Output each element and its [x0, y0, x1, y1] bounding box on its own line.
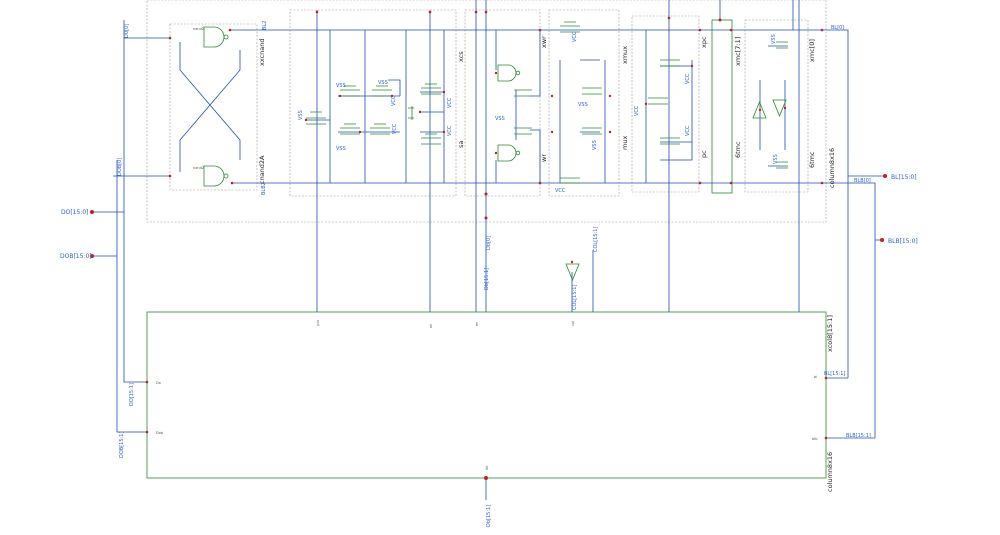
vcc-label: VCC	[447, 125, 453, 136]
inst-xcs: xcs	[457, 51, 465, 62]
vcc-label: VCC	[634, 105, 640, 116]
net-bl-bus: BL[15:0]	[891, 174, 917, 181]
net-bl2: BL2	[262, 21, 268, 30]
net-col-1b: COL[15:1]	[572, 285, 578, 310]
mc0-frame[interactable]	[744, 19, 809, 193]
net-dob-1: DOB[15:1]	[119, 432, 125, 458]
vcc-label: VCC	[447, 97, 453, 108]
vcc-label: VCC	[392, 123, 398, 134]
net-blb0: BLB[0]	[854, 178, 871, 184]
inst-nand-top: nand2	[193, 27, 204, 31]
vss-label: VSS	[773, 154, 779, 164]
inst-column8x16: column8x16	[828, 148, 836, 188]
nand-gate-top[interactable]	[203, 26, 225, 48]
buffer-col[interactable]	[565, 263, 580, 282]
net-dob-bus: DOB[15:0]	[60, 253, 92, 260]
pc-frame[interactable]	[631, 15, 700, 193]
inst-column8x16-bottom: column8x16	[826, 452, 834, 492]
nand-gate-bottom[interactable]	[203, 165, 225, 187]
net-db-1: Db[15:1]	[484, 268, 490, 290]
pin-wl: wl	[429, 324, 433, 328]
column8x16-array-box[interactable]	[146, 311, 827, 479]
supply-labels: VSS VSS VSS VSS VCC VCC VCC VCC VSS VCC …	[298, 31, 779, 194]
inverter-mc-right[interactable]	[772, 99, 787, 118]
transistors	[306, 21, 788, 184]
vss-label: VSS	[578, 102, 588, 108]
inst-xmc0: xmc[0]	[808, 39, 816, 62]
vss-label: VSS	[336, 83, 346, 89]
net-blb-1: BLB[15:1]	[846, 433, 871, 439]
wr-frame[interactable]	[464, 9, 541, 197]
vcc-label: VCC	[555, 188, 566, 194]
inst-6tmc: 6tmc	[734, 141, 742, 158]
pins	[90, 10, 887, 480]
pin-col: col	[571, 321, 575, 326]
net-dob0: DOB[0]	[117, 158, 123, 176]
net-do-bus: DO[15:0]	[61, 209, 89, 216]
sa-frame[interactable]	[289, 9, 457, 197]
inverter-mc-left[interactable]	[752, 100, 767, 119]
vss-label: VSS	[298, 110, 304, 120]
net-db-bottom: Db[15:1]	[486, 505, 492, 527]
vcc-label: VCC	[685, 73, 691, 84]
net-bl-1: BL[15:1]	[824, 371, 845, 377]
instance-labels: nand2 nand2 xxcnand cnand2A xcs sa xwr w…	[193, 27, 836, 492]
inst-mux: mux	[621, 136, 629, 150]
pin-labels: Do Dob bl blb pcb wl en col db	[156, 319, 818, 470]
net-col-1: COL[15:1]	[593, 227, 599, 252]
pin-pcb: pcb	[316, 319, 320, 326]
column-outer-frame[interactable]	[146, 0, 827, 223]
dashed-frames	[146, 0, 827, 223]
nand-gate-wr-top[interactable]	[497, 64, 517, 82]
net-bl0: BL[0]	[831, 25, 844, 31]
mux-frame[interactable]	[548, 9, 620, 197]
pin-bl: bl	[814, 375, 817, 379]
pin-dob: Dob	[156, 431, 164, 435]
pin-blb: blb	[812, 437, 818, 441]
inst-xpc: xpc	[700, 36, 708, 48]
net-blb-bus: BLB[15:0]	[888, 238, 918, 245]
vss-label: VSS	[336, 146, 346, 152]
vss-label: VSS	[378, 80, 388, 86]
pin-db: db	[485, 465, 489, 470]
inst-nand-bottom: nand2	[193, 166, 204, 170]
inst-cnand2a: cnand2A	[258, 155, 266, 184]
vcc-label: VCC	[391, 95, 397, 106]
vss-label: VSS	[592, 140, 598, 150]
inst-6tmc0: 6tmc	[808, 151, 816, 168]
pin-en: en	[475, 322, 479, 326]
cnand-frame[interactable]	[169, 23, 258, 191]
pin-do: Do	[156, 381, 161, 385]
gates	[203, 21, 788, 282]
net-labels: D0[0] DOB[0] BL2 BLB2 BL[0] BLB[0] BL[15…	[60, 21, 918, 527]
nand-gate-wr-bottom[interactable]	[497, 144, 517, 162]
inst-xmux: xmux	[621, 46, 629, 64]
inst-xwr: xwr	[540, 36, 548, 48]
vcc-label: VCC	[572, 31, 578, 42]
memory-cell-array-box[interactable]	[711, 19, 733, 194]
vss-label: VSS	[771, 34, 777, 44]
net-blb2: BLB2	[261, 182, 267, 195]
inst-xcol8: xcol8[15:1]	[826, 315, 834, 352]
inst-xmc: xmc[7:1]	[734, 37, 742, 66]
inst-xxcnand: xxcnand	[258, 38, 266, 66]
inst-pc: pc	[700, 150, 708, 158]
vss-label: VSS	[495, 116, 505, 122]
inst-wr: wr	[540, 154, 548, 162]
net-db0: Db[0]	[486, 236, 492, 250]
inst-sa: sa	[457, 141, 465, 148]
net-d0: D0[0]	[124, 24, 130, 38]
net-do-1: DO[15:1]	[129, 383, 135, 406]
vcc-label: VCC	[685, 125, 691, 136]
